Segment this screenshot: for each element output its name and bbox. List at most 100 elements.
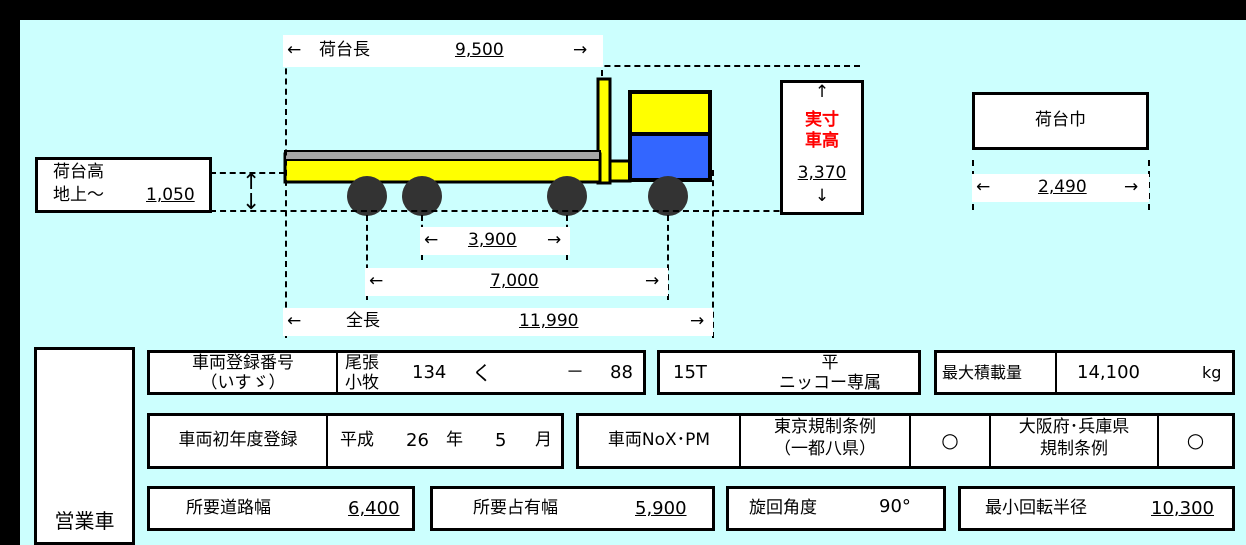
actual-height-box: ↑ 実寸 車高 3,370 ↓	[780, 80, 864, 215]
arrow-left-icon: ←	[369, 271, 384, 291]
guide-line	[285, 38, 287, 338]
guide-line	[1148, 160, 1150, 210]
turn-angle-box: 旋回角度 90°	[726, 486, 946, 531]
body-type-box: 15T 平 ニッコー専属	[657, 350, 921, 395]
body-type-line2: ニッコー専属	[779, 373, 881, 393]
total-length-value: 11,990	[519, 311, 579, 331]
bed-length-label: 荷台長	[319, 40, 370, 60]
wheel	[547, 176, 587, 200]
arrow-left-icon: ←	[287, 311, 302, 331]
arrow-up-icon: ↑	[814, 82, 830, 102]
divider	[989, 416, 991, 466]
cab-upper	[628, 90, 712, 138]
guide-line	[210, 172, 285, 174]
arrow-right-icon: →	[547, 230, 562, 250]
registration-area-line1: 尾張	[345, 353, 379, 373]
road-width-label: 所要道路幅	[186, 498, 271, 518]
arrow-left-icon: ←	[424, 230, 439, 250]
wheelbase-value: 7,000	[490, 271, 539, 291]
arrow-right-icon: →	[645, 271, 660, 291]
arrow-right-icon: →	[573, 40, 588, 60]
road-width-value: 6,400	[348, 498, 400, 519]
nox-pm-label: 車両NoX･PM	[607, 430, 711, 450]
tokyo-regulation-line2: （一都八県）	[774, 439, 876, 459]
occupied-width-value: 5,900	[635, 498, 687, 519]
arrow-left-icon: ←	[287, 40, 302, 60]
bed-length-dimension: ← 荷台長 9,500 →	[283, 35, 603, 67]
max-load-unit: kg	[1202, 363, 1222, 382]
first-registration-year-unit: 年	[446, 430, 463, 450]
total-length-label: 全長	[346, 311, 380, 331]
tonnage-value: 15T	[673, 362, 707, 383]
road-width-box: 所要道路幅 6,400	[147, 486, 415, 531]
actual-height-value: 3,370	[797, 163, 847, 183]
registration-class: 134	[412, 362, 447, 383]
max-load-label: 最大積載量	[942, 363, 1023, 382]
first-registration-month-unit: 月	[535, 430, 552, 450]
actual-height-label-line1: 実寸	[805, 110, 839, 130]
truck-illustration	[283, 77, 712, 200]
osaka-regulation-line2: 規制条例	[1040, 439, 1108, 459]
bed-height-label-line2: 地上～	[53, 185, 104, 205]
cab-lower	[628, 132, 712, 182]
bed-height-box: 荷台高 地上～ 1,050	[35, 157, 212, 213]
bed-width-value: 2,490	[1038, 177, 1087, 197]
bed-top	[284, 150, 601, 161]
guide-line	[366, 215, 368, 300]
bed-height-label-line1: 荷台高	[53, 162, 104, 182]
divider	[336, 353, 338, 392]
actual-height-label-line2: 車高	[805, 131, 839, 151]
bed-height-value: 1,050	[146, 185, 195, 205]
tokyo-regulation-line1: 東京規制条例	[774, 417, 876, 437]
category-box: 営業車	[34, 347, 135, 545]
category-label: 営業車	[54, 509, 115, 533]
divider	[739, 416, 741, 466]
first-registration-month: 5	[495, 430, 507, 451]
total-length-dimension: ← 全長 11,990 →	[283, 308, 713, 336]
divider	[909, 416, 911, 466]
registration-kana: く	[472, 361, 492, 385]
registration-dash: －	[566, 362, 584, 383]
arrow-up-icon: ↑	[242, 170, 261, 195]
first-registration-era: 平成	[340, 430, 374, 450]
registration-label: 車両登録番号	[192, 353, 294, 373]
occupied-width-label: 所要占有幅	[473, 498, 558, 518]
min-radius-value: 10,300	[1151, 498, 1214, 519]
min-radius-box: 最小回転半径 10,300	[958, 486, 1235, 531]
bed-width-label: 荷台巾	[1035, 110, 1086, 130]
emission-box: 車両NoX･PM 東京規制条例 （一都八県） ○ 大阪府･兵庫県 規制条例 ○	[576, 413, 1235, 469]
turn-angle-value: 90°	[879, 496, 911, 517]
wheel	[648, 176, 688, 200]
guide-line	[210, 210, 860, 212]
first-registration-year: 26	[406, 430, 429, 451]
tokyo-regulation-value: ○	[941, 428, 959, 452]
divider	[326, 416, 328, 466]
guide-line	[712, 170, 714, 338]
osaka-regulation-line1: 大阪府･兵庫県	[1018, 417, 1130, 437]
rear-axle-value: 3,900	[468, 230, 517, 250]
guide-line	[667, 215, 669, 300]
registration-number: 88	[610, 362, 633, 383]
occupied-width-box: 所要占有幅 5,900	[430, 486, 715, 531]
arrow-left-icon: ←	[976, 177, 991, 197]
chassis	[608, 159, 632, 183]
max-load-value: 14,100	[1077, 362, 1140, 383]
osaka-regulation-value: ○	[1186, 428, 1205, 452]
wheelbase-dimension: ← 7,000 →	[365, 268, 668, 296]
divider	[1157, 416, 1159, 466]
arrow-right-icon: →	[1124, 177, 1139, 197]
registration-maker: （いすゞ）	[200, 373, 286, 393]
arrow-right-icon: →	[690, 311, 705, 331]
max-load-box: 最大積載量 14,100 kg	[934, 350, 1235, 395]
wheel	[347, 176, 387, 200]
arrow-down-icon: ↓	[814, 186, 830, 206]
diagram-panel: ← 荷台長 9,500 → ↑ 実寸 車高 3,370 ↓ 荷台巾 ← 2,49…	[20, 20, 1246, 545]
rear-axle-dimension: ← 3,900 →	[420, 227, 570, 255]
divider	[1055, 353, 1057, 392]
bed-width-box: 荷台巾	[972, 92, 1149, 150]
min-radius-label: 最小回転半径	[985, 498, 1087, 518]
arrow-down-icon: ↓	[242, 190, 261, 215]
turn-angle-label: 旋回角度	[749, 498, 817, 518]
registration-area-line2: 小牧	[345, 373, 379, 393]
